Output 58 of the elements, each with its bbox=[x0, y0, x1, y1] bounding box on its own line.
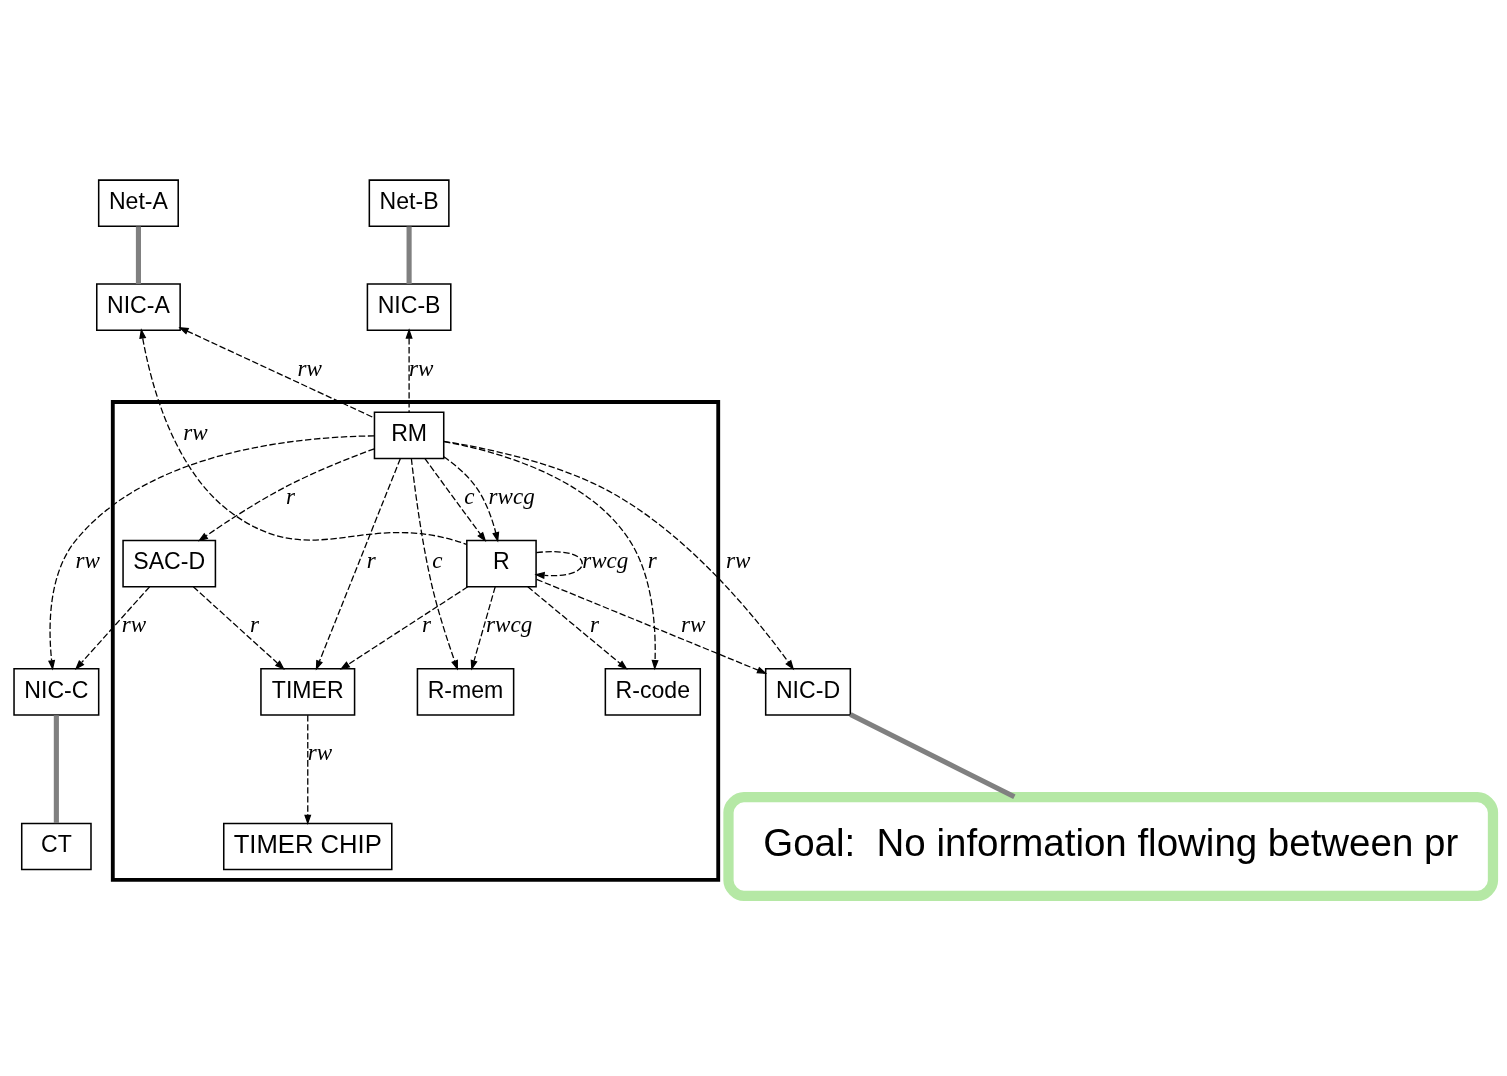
arrow bbox=[178, 326, 375, 419]
node-box: TIMER bbox=[260, 668, 356, 716]
arrow bbox=[470, 586, 496, 671]
node-box: NIC-A bbox=[96, 283, 181, 331]
arrow bbox=[534, 551, 583, 580]
edge-label: r bbox=[285, 482, 295, 509]
node-box: CT bbox=[20, 822, 92, 871]
arrow bbox=[197, 448, 375, 542]
connector bbox=[53, 715, 59, 824]
arrow bbox=[139, 328, 468, 546]
node-box: Goal: No information flowing between pr bbox=[723, 791, 1499, 901]
edge-label: r bbox=[647, 547, 657, 574]
edge-label: c bbox=[464, 482, 475, 509]
edge-label: rw bbox=[409, 354, 434, 381]
connector bbox=[849, 712, 1016, 800]
arrow bbox=[74, 586, 151, 671]
edge-label: rw bbox=[725, 547, 751, 574]
edge-label: r bbox=[589, 611, 599, 638]
cluster bbox=[110, 400, 721, 882]
node-box: NIC-C bbox=[13, 668, 100, 716]
edge-label: c bbox=[432, 547, 443, 574]
node-box: R bbox=[466, 539, 537, 588]
arrow bbox=[405, 328, 413, 413]
arrow bbox=[410, 458, 458, 671]
edge-label: rw bbox=[121, 611, 147, 638]
edge-label: r bbox=[250, 611, 260, 638]
arrow bbox=[48, 435, 375, 671]
node-box: Net-A bbox=[97, 179, 179, 228]
edge-label: rwcg bbox=[488, 482, 535, 509]
edge-label: rw bbox=[297, 354, 322, 381]
node-box: RM bbox=[373, 411, 445, 460]
edge-label: rw bbox=[307, 739, 333, 766]
arrow bbox=[339, 586, 469, 670]
connector bbox=[406, 226, 412, 284]
arrow bbox=[443, 440, 659, 671]
edge-label: rwcg bbox=[582, 547, 629, 574]
edge-label: rwcg bbox=[486, 611, 533, 638]
arrow bbox=[192, 586, 285, 670]
node-box: Net-B bbox=[368, 179, 450, 228]
edge-label: rw bbox=[75, 547, 100, 574]
node-box: TIMER CHIP bbox=[223, 822, 393, 871]
edge-label: r bbox=[421, 611, 431, 638]
edge-label: rw bbox=[681, 611, 706, 638]
edge-label: rw bbox=[183, 418, 208, 445]
arrow bbox=[424, 457, 487, 543]
edge-label: r bbox=[366, 547, 376, 574]
arrow bbox=[443, 440, 795, 671]
node-box: R-code bbox=[604, 668, 702, 716]
arrow bbox=[527, 586, 628, 670]
arrow bbox=[443, 456, 500, 543]
arrow bbox=[536, 578, 768, 674]
arrow bbox=[315, 458, 401, 671]
node-box: NIC-B bbox=[366, 283, 452, 331]
node-box: NIC-D bbox=[764, 668, 852, 716]
arrow bbox=[304, 714, 312, 825]
connector bbox=[135, 226, 141, 284]
node-box: R-mem bbox=[416, 668, 515, 716]
node-box: SAC-D bbox=[122, 539, 217, 588]
